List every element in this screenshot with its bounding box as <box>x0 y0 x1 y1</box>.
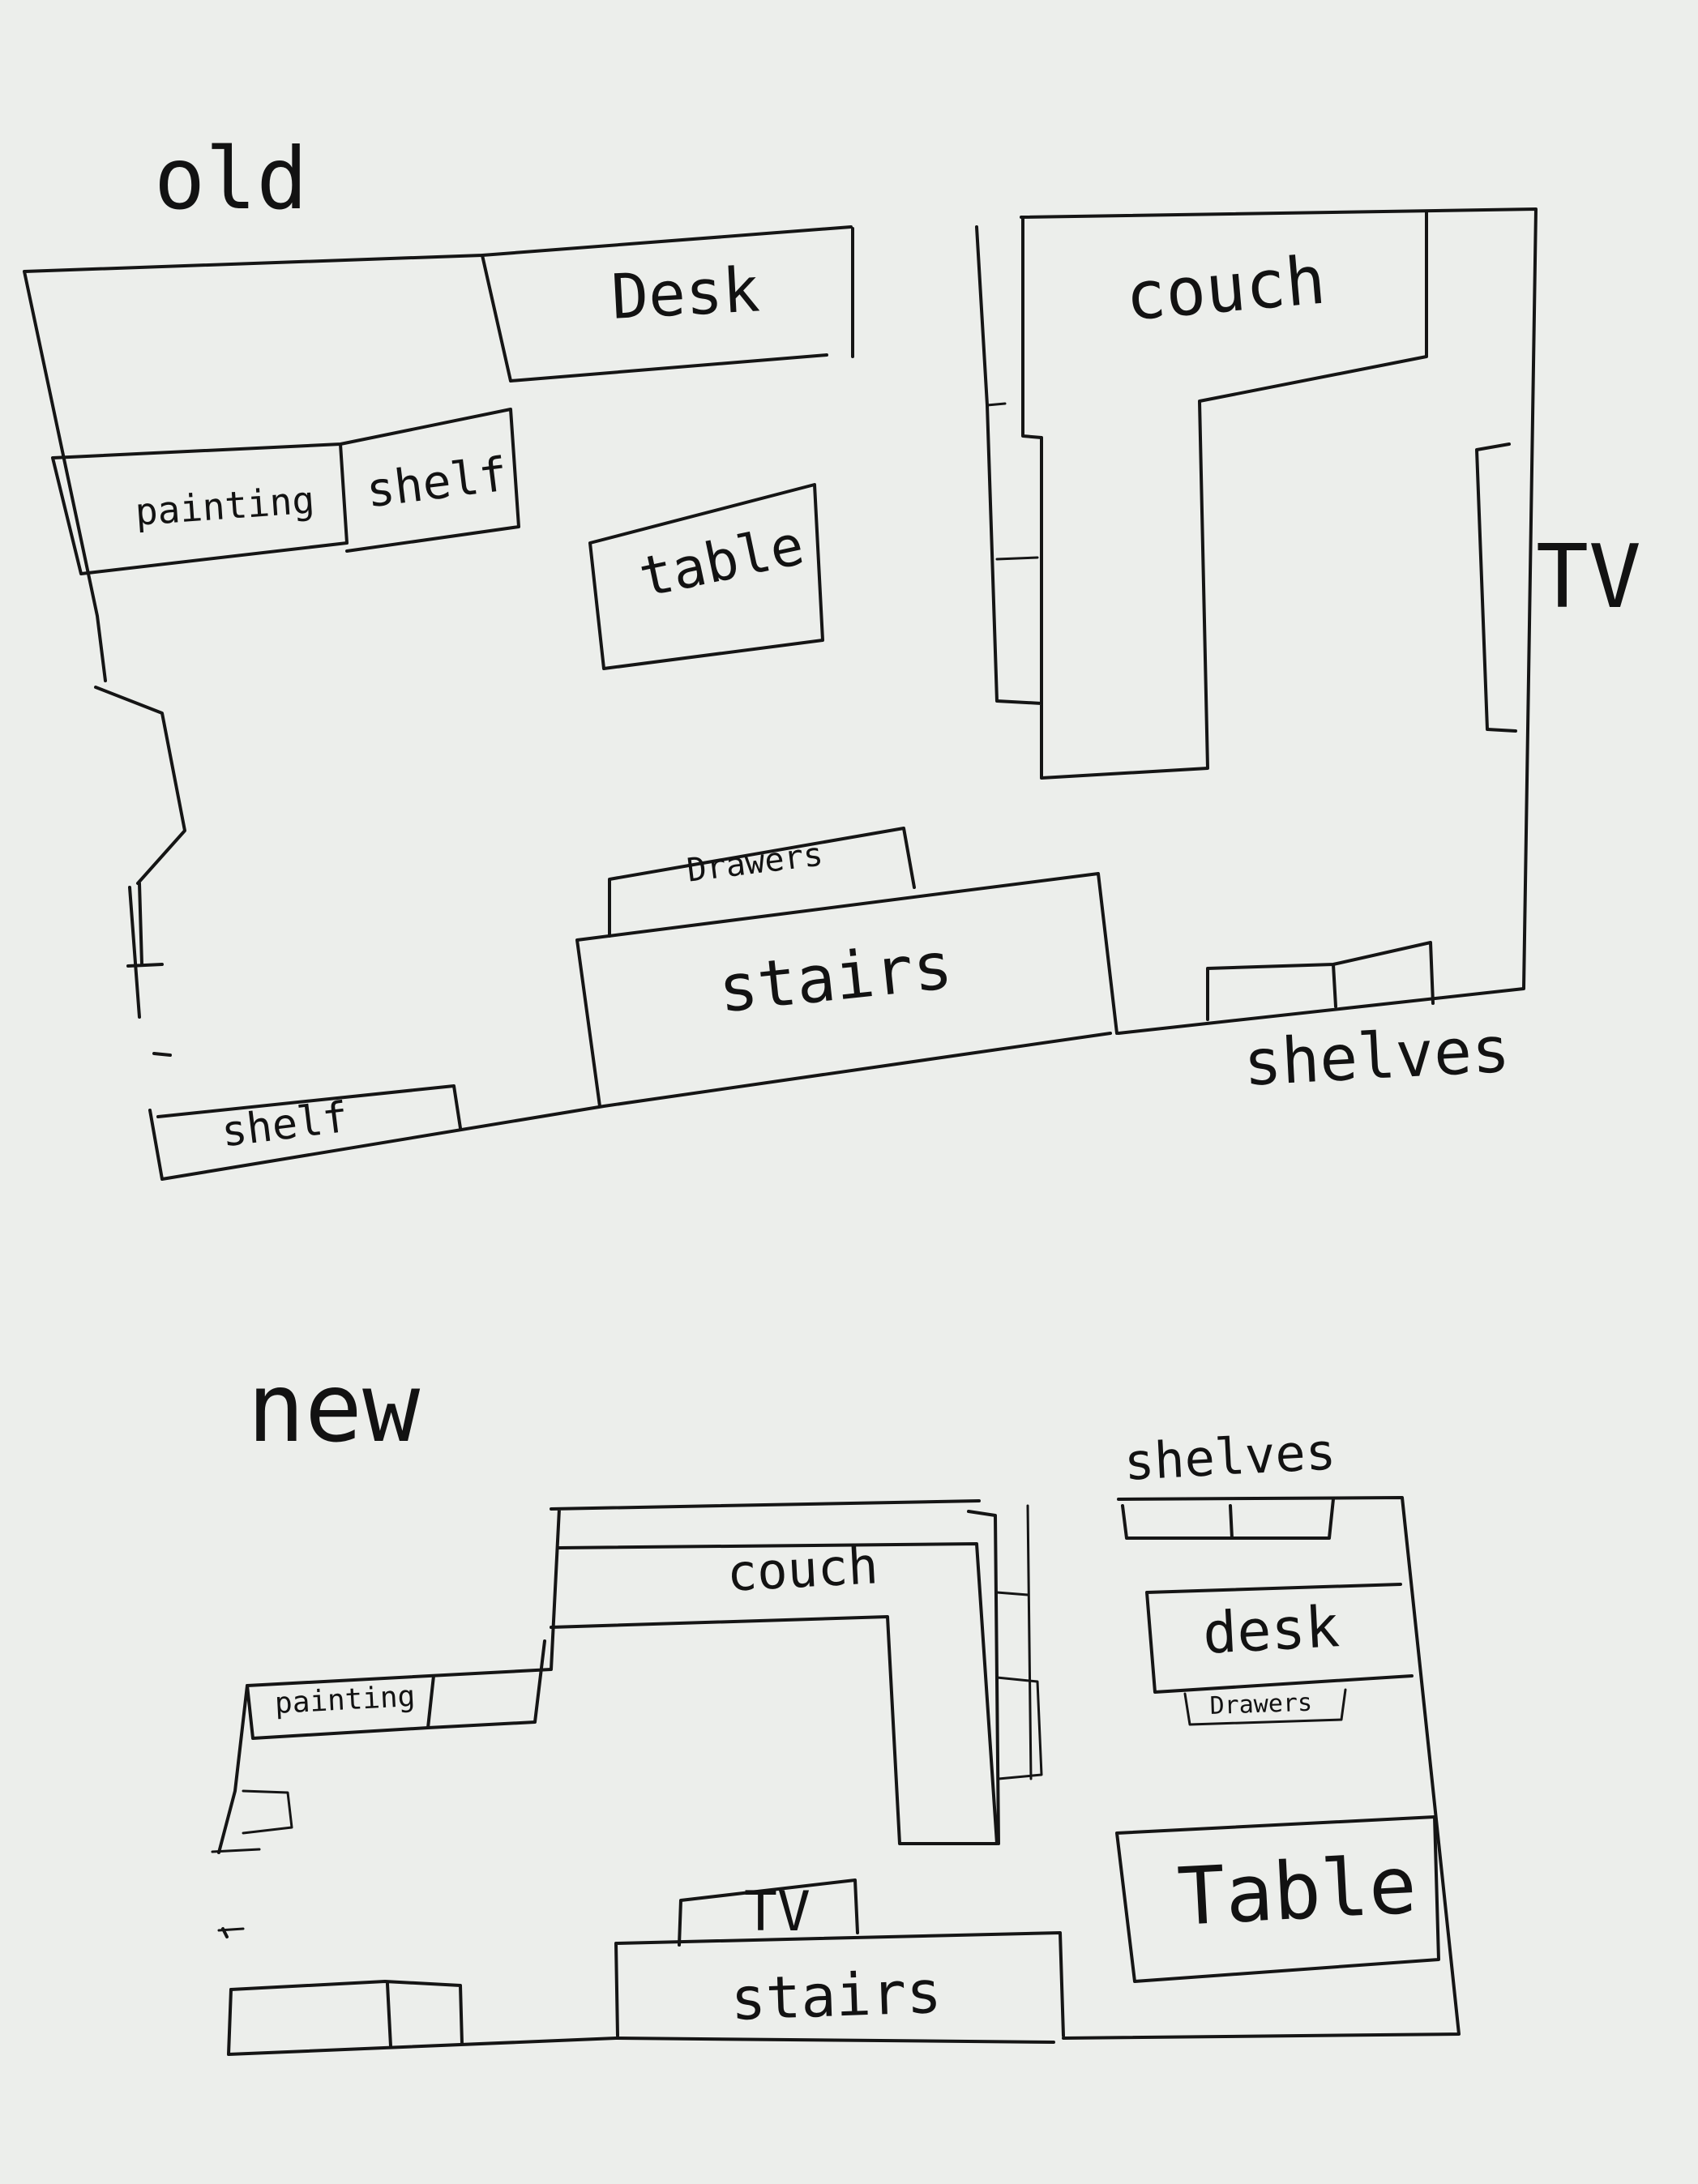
new-table-label: Table <box>1175 1839 1419 1944</box>
new-heading: new <box>247 1352 421 1464</box>
new-tv-stand <box>678 1878 859 1947</box>
new-shelves <box>1121 1498 1335 1540</box>
old-painting <box>51 408 520 575</box>
new-couch <box>550 1510 1000 1845</box>
old-shelves-label: shelves <box>1242 1013 1512 1101</box>
new-shelf-bottom <box>229 1980 464 2048</box>
old-heading: old <box>154 130 308 229</box>
old-drawers <box>608 827 916 938</box>
new-shelves-label: shelves <box>1123 1421 1337 1492</box>
new-painting <box>246 1639 546 1740</box>
new-outer-wall <box>217 1496 1461 2056</box>
old-floor-plan <box>23 207 1538 1181</box>
old-outer-wall <box>23 207 1538 1181</box>
new-floor-plan <box>211 1496 1461 2056</box>
old-door <box>94 686 186 1057</box>
old-couch-seams <box>986 402 1039 561</box>
old-shelf-bottom <box>156 1084 462 1130</box>
new-desk <box>1145 1583 1414 1694</box>
old-desk <box>481 227 854 383</box>
new-drawers <box>1183 1688 1347 1726</box>
old-tv-stand <box>1475 442 1517 733</box>
old-stairs <box>575 872 1118 1108</box>
old-couch <box>975 211 1428 780</box>
old-table <box>588 483 824 670</box>
new-desk-label: desk <box>1201 1593 1341 1667</box>
new-stairs-label: stairs <box>729 1957 943 2033</box>
new-drawers-label: Drawers <box>1209 1688 1313 1720</box>
new-tv-label: TV <box>744 1880 811 1944</box>
old-desk-label: Desk <box>609 253 762 333</box>
new-couch-seams <box>995 1504 1043 1780</box>
new-stairs <box>614 1931 1065 2037</box>
new-table <box>1115 1815 1440 1983</box>
new-couch-label: couch <box>725 1536 880 1603</box>
old-shelves <box>1206 941 1435 1021</box>
new-door-marks <box>211 1789 293 1932</box>
old-tv-label: TV <box>1536 527 1642 628</box>
